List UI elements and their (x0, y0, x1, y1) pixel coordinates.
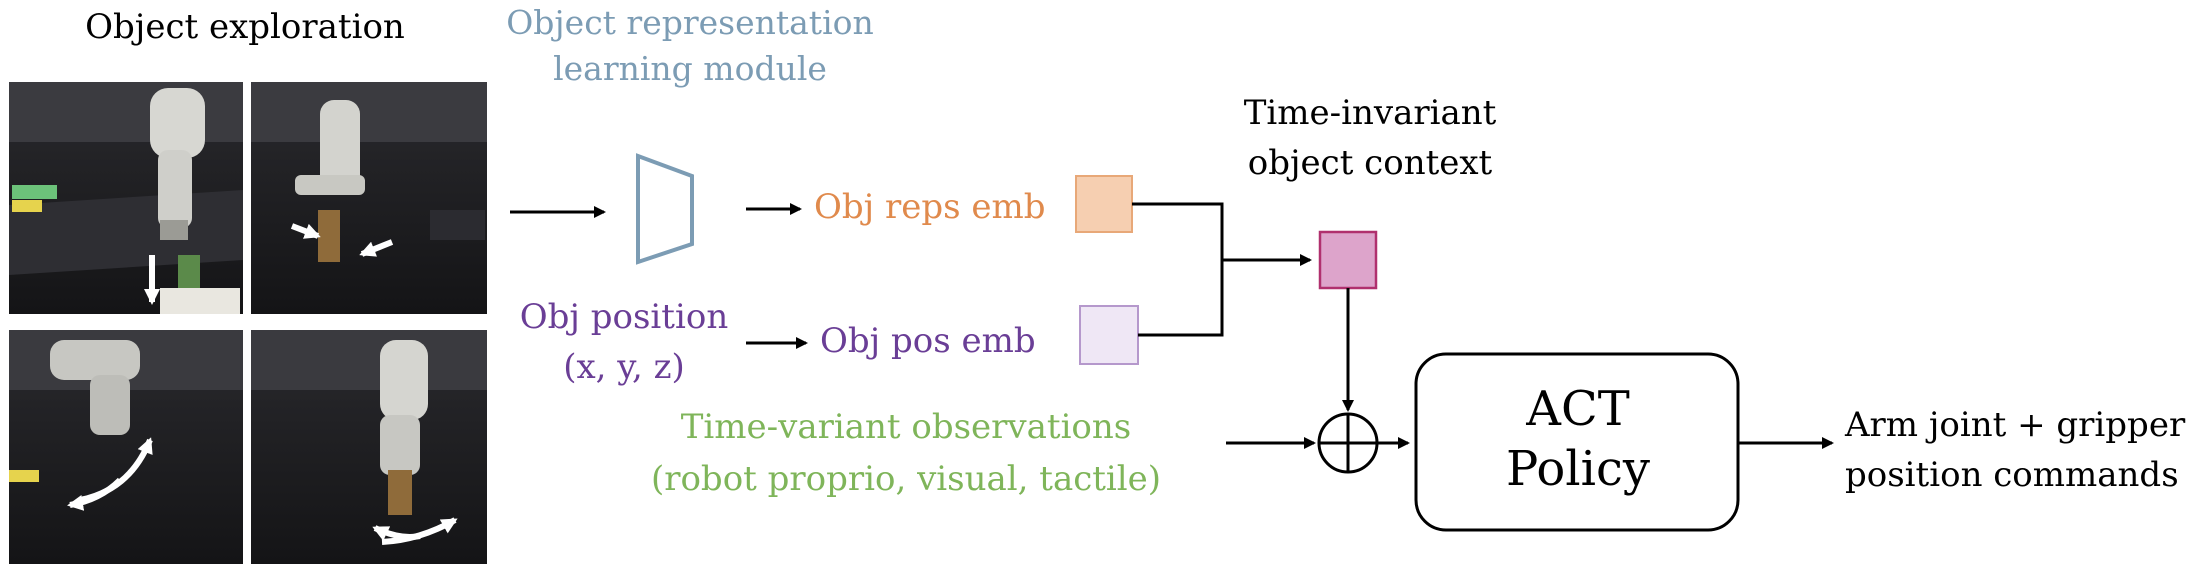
output-label-line1: Arm joint + gripper (1844, 405, 2186, 445)
context-label-line1: Time-invariant (1244, 93, 1497, 133)
reps-emb-box (1075, 175, 1133, 233)
photo-top-right (251, 82, 487, 314)
pos-emb-box (1079, 305, 1139, 365)
observations-label-line1: Time-variant observations (681, 407, 1132, 447)
photo-grid (9, 82, 487, 564)
sum-circle-icon (1317, 412, 1379, 474)
output-label-line2: position commands (1845, 455, 2179, 495)
policy-label-line2: Policy (1506, 441, 1650, 497)
pos-emb-label: Obj pos emb (820, 321, 1036, 361)
photo-bottom-right (251, 330, 487, 564)
context-box (1318, 230, 1378, 290)
photo-bottom-left (9, 330, 243, 564)
left-arrow-icon (359, 239, 394, 257)
position-label-line1: Obj position (520, 297, 728, 337)
exploration-title: Object exploration (85, 7, 405, 47)
reps-to-merge-line (1132, 202, 1224, 260)
position-label-line2: (x, y, z) (563, 347, 685, 387)
reps-emb-label: Obj reps emb (814, 187, 1046, 227)
module-title-line2: learning module (553, 49, 827, 88)
observations-label-line2: (robot proprio, visual, tactile) (651, 459, 1161, 499)
right-arrow-icon (290, 223, 321, 239)
encoder-trapezoid (636, 153, 694, 265)
context-label-line2: object context (1248, 143, 1493, 183)
pos-to-merge-line (1138, 260, 1224, 337)
photo-top-left (9, 82, 243, 314)
module-title-line1: Object representation (506, 3, 874, 42)
policy-label-line1: ACT (1525, 381, 1629, 437)
